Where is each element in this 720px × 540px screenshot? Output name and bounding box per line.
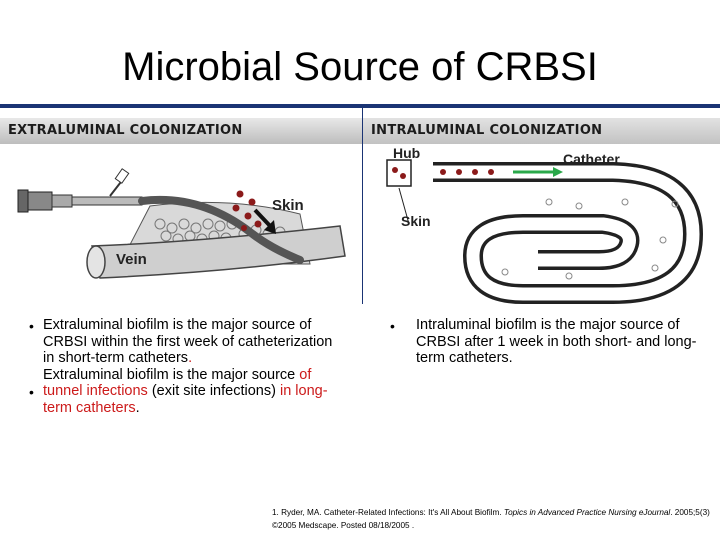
extraluminal-panel: EXTRALUMINAL COLONIZATION — [0, 108, 362, 304]
intraluminal-panel: INTRALUMINAL COLONIZATION Hub — [363, 108, 720, 304]
slide-title: Microbial Source of CRBSI — [122, 45, 598, 89]
skin-label-right: Skin — [401, 213, 431, 229]
catheter-label: Catheter — [563, 151, 620, 167]
organisms — [232, 190, 262, 231]
right-bullet-1: Intraluminal biofilm is the major source… — [416, 317, 697, 366]
skin-label: Skin — [272, 197, 304, 214]
lumen-organisms — [440, 169, 494, 175]
hub-label: Hub — [393, 145, 420, 161]
left-bullet-1: Extraluminal biofilm is the major source… — [43, 317, 333, 366]
bullet-marker: • — [29, 318, 34, 334]
citation: 1. Ryder, MA. Catheter-Related Infection… — [272, 508, 710, 530]
intraluminal-illustration: Hub Catheter Skin — [386, 145, 704, 304]
vein-label: Vein — [116, 251, 147, 268]
catheter-lumen — [433, 165, 700, 301]
extraluminal-illustration: Skin Vein — [17, 168, 346, 279]
bullet-marker: • — [29, 384, 34, 400]
right-bullet-list: • Intraluminal biofilm is the major sour… — [390, 317, 706, 367]
intraluminal-header: INTRALUMINAL COLONIZATION — [363, 118, 720, 144]
colonization-figure: EXTRALUMINAL COLONIZATION — [0, 104, 720, 304]
left-bullet-list: • Extraluminal biofilm is the major sour… — [29, 317, 343, 416]
left-bullet-2: Extraluminal biofilm is the major source… — [43, 366, 328, 416]
hub-box — [386, 159, 412, 187]
bullet-marker: • — [390, 318, 395, 334]
vein-vessel — [91, 225, 346, 279]
extraluminal-header: EXTRALUMINAL COLONIZATION — [0, 118, 362, 144]
tissue-cells — [501, 198, 679, 280]
